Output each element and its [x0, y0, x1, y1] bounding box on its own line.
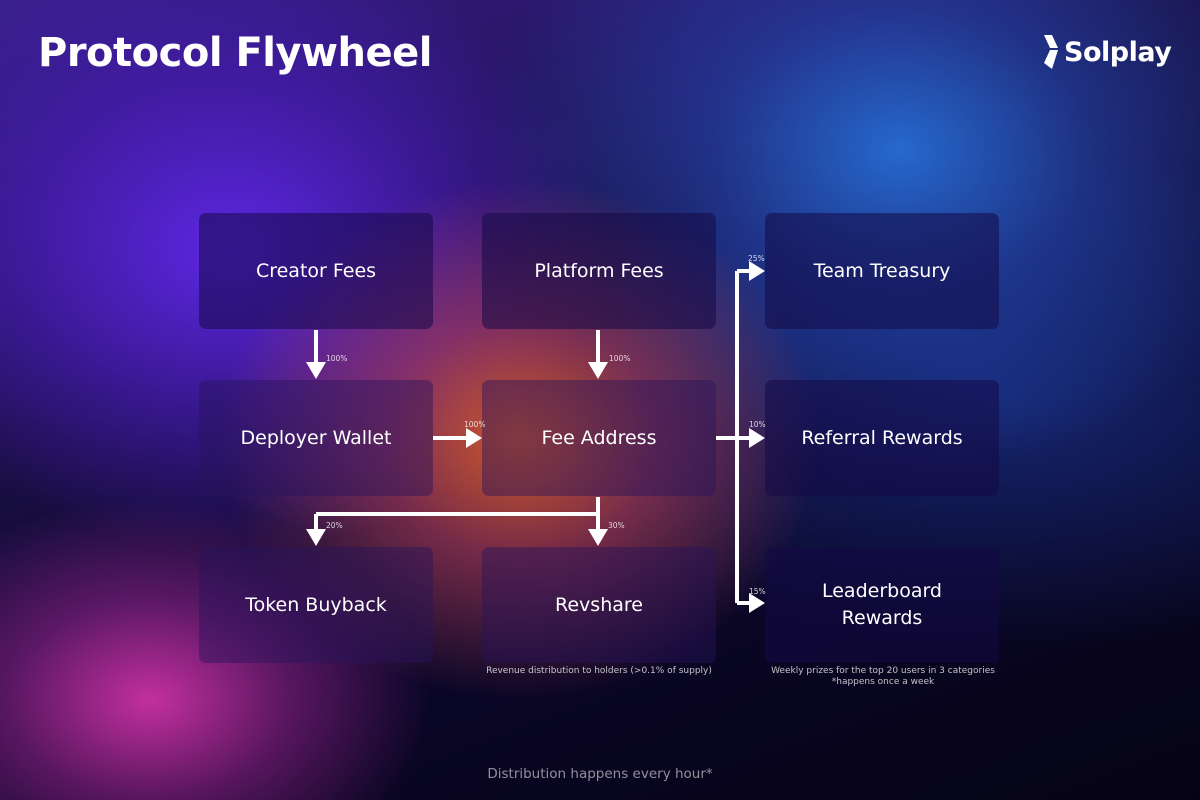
arrowhead-icon [749, 593, 765, 613]
arrowhead-icon [306, 529, 326, 546]
arrowhead-icon [749, 428, 765, 448]
footer-note: Distribution happens every hour* [487, 766, 713, 782]
node-fee-address: Fee Address [482, 380, 716, 496]
node-label: Deployer Wallet [240, 426, 392, 449]
node-label-line1: Leaderboard [821, 580, 942, 602]
leaderboard-note-line1: Weekly prizes for the top 20 users in 3 … [771, 666, 995, 676]
node-platform-fees: Platform Fees [482, 213, 716, 329]
flow-label-creator-to-deployer: 100% [326, 354, 347, 363]
flow-label-fee-to-buyback: 20% [326, 521, 343, 530]
node-team-treasury: Team Treasury [765, 213, 999, 329]
node-label: Token Buyback [245, 593, 387, 616]
arrowhead-icon [588, 362, 608, 379]
flow-label-fee-to-revshare: 30% [608, 521, 625, 530]
leaderboard-note-line2: *happens once a week [831, 677, 935, 687]
node-label: Team Treasury [813, 259, 951, 282]
node-label: Fee Address [541, 426, 657, 449]
node-label: Creator Fees [255, 259, 377, 282]
flow-label-deployer-to-fee: 100% [464, 420, 485, 429]
brand-logo: Solplay [1042, 32, 1172, 72]
arrowhead-icon [588, 529, 608, 546]
node-token-buyback: Token Buyback [199, 547, 433, 663]
arrowhead-icon [466, 428, 482, 448]
solplay-logo-icon [1044, 35, 1058, 69]
node-label: Revshare [555, 593, 643, 616]
arrowhead-icon [306, 362, 326, 379]
node-label: Leaderboard Rewards [822, 578, 942, 632]
brand-name: Solplay [1064, 36, 1172, 68]
node-leaderboard-rewards: Leaderboard Rewards [765, 547, 999, 663]
flow-label-fee-to-leaderboard: 15% [749, 587, 766, 596]
node-creator-fees: Creator Fees [199, 213, 433, 329]
node-referral-rewards: Referral Rewards [765, 380, 999, 496]
page-title: Protocol Flywheel [38, 30, 432, 76]
node-deployer-wallet: Deployer Wallet [199, 380, 433, 496]
revshare-note: Revenue distribution to holders (>0.1% o… [486, 666, 712, 676]
flow-label-fee-to-referral: 10% [749, 420, 766, 429]
flow-label-platform-to-fee: 100% [609, 354, 630, 363]
node-label-line2: Rewards [841, 607, 923, 629]
node-label: Referral Rewards [801, 426, 963, 449]
node-label: Platform Fees [534, 259, 664, 282]
arrowhead-icon [749, 261, 765, 281]
node-revshare: Revshare [482, 547, 716, 663]
flow-label-fee-to-team: 25% [748, 254, 765, 263]
leaderboard-note: Weekly prizes for the top 20 users in 3 … [752, 666, 1014, 688]
